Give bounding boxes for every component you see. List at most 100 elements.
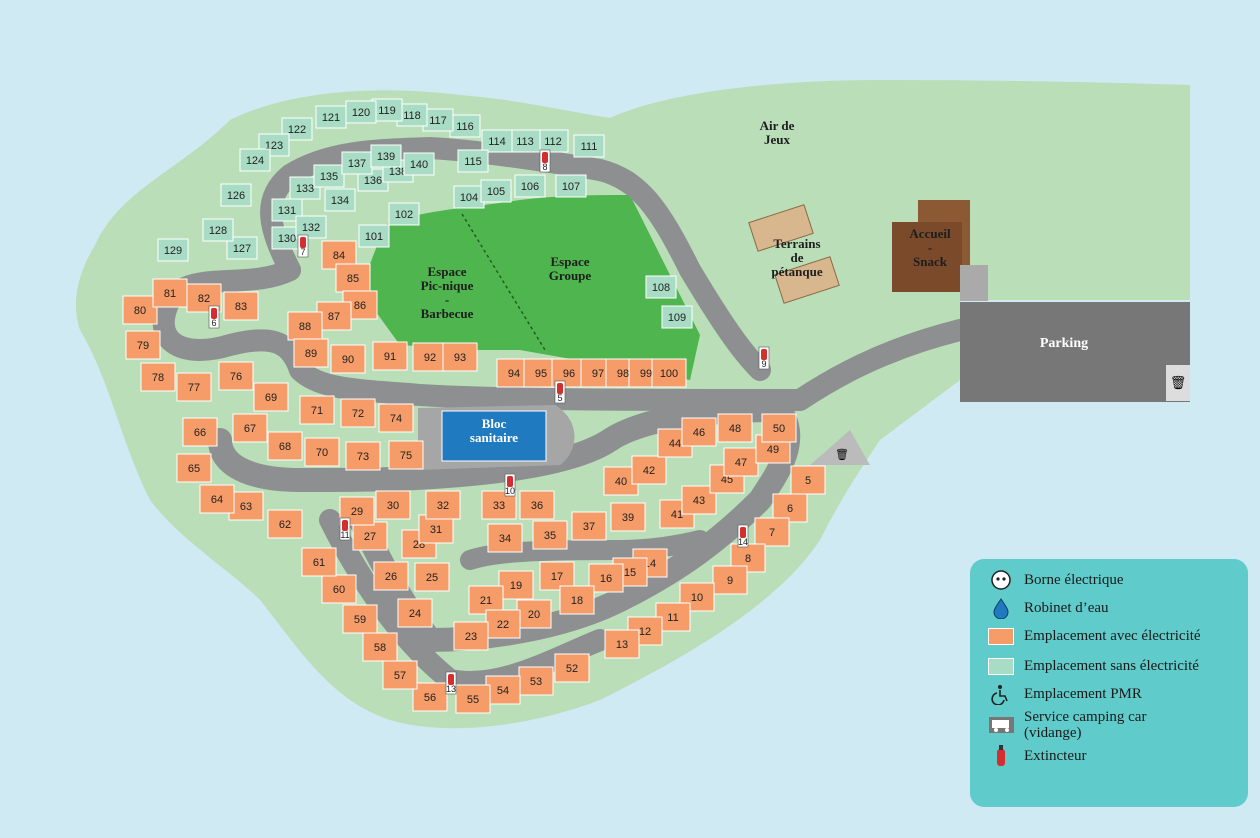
pitch-85[interactable]: 85 xyxy=(335,263,371,293)
pitch-106[interactable]: 106 xyxy=(514,174,546,198)
pitch-131[interactable]: 131 xyxy=(271,198,303,222)
pitch-36[interactable]: 36 xyxy=(519,490,555,520)
pitch-132[interactable]: 132 xyxy=(295,215,327,239)
pitch-53[interactable]: 53 xyxy=(518,666,554,696)
pitch-71[interactable]: 71 xyxy=(299,395,335,425)
pitch-69[interactable]: 69 xyxy=(253,382,289,412)
pitch-114[interactable]: 114 xyxy=(481,129,513,153)
pitch-112[interactable]: 112 xyxy=(537,129,569,153)
pitch-13[interactable]: 13 xyxy=(604,629,640,659)
pitch-128[interactable]: 128 xyxy=(202,218,234,242)
pitch-90[interactable]: 90 xyxy=(330,344,366,374)
pitch-37[interactable]: 37 xyxy=(571,511,607,541)
pitch-75[interactable]: 75 xyxy=(388,440,424,470)
pitch-55[interactable]: 55 xyxy=(455,684,491,714)
pitch-126[interactable]: 126 xyxy=(220,183,252,207)
pitch-134[interactable]: 134 xyxy=(324,188,356,212)
pitch-74[interactable]: 74 xyxy=(378,403,414,433)
pitch-127[interactable]: 127 xyxy=(226,236,258,260)
pitch-113[interactable]: 113 xyxy=(509,129,541,153)
pitch-117[interactable]: 117 xyxy=(422,108,454,132)
pitch-31[interactable]: 31 xyxy=(418,514,454,544)
pitch-56[interactable]: 56 xyxy=(412,682,448,712)
pitch-107[interactable]: 107 xyxy=(555,174,587,198)
pitch-19[interactable]: 19 xyxy=(498,570,534,600)
pitch-26[interactable]: 26 xyxy=(373,561,409,591)
pitch-23[interactable]: 23 xyxy=(453,621,489,651)
pitch-65[interactable]: 65 xyxy=(176,453,212,483)
pitch-35[interactable]: 35 xyxy=(532,520,568,550)
pitch-66[interactable]: 66 xyxy=(182,417,218,447)
pitch-135[interactable]: 135 xyxy=(313,164,345,188)
pitch-105[interactable]: 105 xyxy=(480,179,512,203)
pitch-137[interactable]: 137 xyxy=(341,151,373,175)
pitch-7[interactable]: 7 xyxy=(754,517,790,547)
pitch-130[interactable]: 130 xyxy=(271,226,303,250)
pitch-121[interactable]: 121 xyxy=(315,105,347,129)
pitch-39[interactable]: 39 xyxy=(610,502,646,532)
pitch-61[interactable]: 61 xyxy=(301,547,337,577)
pitch-70[interactable]: 70 xyxy=(304,437,340,467)
pitch-124[interactable]: 124 xyxy=(239,148,271,172)
pitch-119[interactable]: 119 xyxy=(371,98,403,122)
pitch-57[interactable]: 57 xyxy=(382,660,418,690)
pitch-108[interactable]: 108 xyxy=(645,275,677,299)
pitch-115[interactable]: 115 xyxy=(457,149,489,173)
pitch-42[interactable]: 42 xyxy=(631,455,667,485)
pitch-78[interactable]: 78 xyxy=(140,362,176,392)
pitch-20[interactable]: 20 xyxy=(516,599,552,629)
pitch-104[interactable]: 104 xyxy=(453,185,485,209)
pitch-60[interactable]: 60 xyxy=(321,574,357,604)
pitch-83[interactable]: 83 xyxy=(223,291,259,321)
pitch-32[interactable]: 32 xyxy=(425,490,461,520)
pitch-6[interactable]: 6 xyxy=(772,493,808,523)
pitch-48[interactable]: 48 xyxy=(717,413,753,443)
pitch-27[interactable]: 27 xyxy=(352,521,388,551)
pitch-77[interactable]: 77 xyxy=(176,372,212,402)
pitch-91[interactable]: 91 xyxy=(372,341,408,371)
pitch-93[interactable]: 93 xyxy=(442,342,478,372)
pitch-140[interactable]: 140 xyxy=(403,152,435,176)
pitch-9[interactable]: 9 xyxy=(712,565,748,595)
pitch-133[interactable]: 133 xyxy=(289,176,321,200)
pitch-79[interactable]: 79 xyxy=(125,330,161,360)
pitch-34[interactable]: 34 xyxy=(487,523,523,553)
pitch-5[interactable]: 5 xyxy=(790,465,826,495)
pitch-68[interactable]: 68 xyxy=(267,431,303,461)
pitch-22[interactable]: 22 xyxy=(485,609,521,639)
pitch-58[interactable]: 58 xyxy=(362,632,398,662)
pitch-54[interactable]: 54 xyxy=(485,675,521,705)
pitch-63[interactable]: 63 xyxy=(228,491,264,521)
pitch-59[interactable]: 59 xyxy=(342,604,378,634)
pitch-30[interactable]: 30 xyxy=(375,490,411,520)
pitch-50[interactable]: 50 xyxy=(761,413,797,443)
pitch-64[interactable]: 64 xyxy=(199,484,235,514)
pitch-129[interactable]: 129 xyxy=(157,238,189,262)
pitch-80[interactable]: 80 xyxy=(122,295,158,325)
pitch-118[interactable]: 118 xyxy=(396,103,428,127)
pitch-111[interactable]: 111 xyxy=(573,134,605,158)
pitch-100[interactable]: 100 xyxy=(651,358,687,388)
pitch-67[interactable]: 67 xyxy=(232,413,268,443)
pitch-72[interactable]: 72 xyxy=(340,398,376,428)
pitch-109[interactable]: 109 xyxy=(661,305,693,329)
pitch-89[interactable]: 89 xyxy=(293,338,329,368)
pitch-73[interactable]: 73 xyxy=(345,441,381,471)
pitch-120[interactable]: 120 xyxy=(345,100,377,124)
pitch-17[interactable]: 17 xyxy=(539,561,575,591)
pitch-52[interactable]: 52 xyxy=(554,653,590,683)
pitch-47[interactable]: 47 xyxy=(723,447,759,477)
pitch-88[interactable]: 88 xyxy=(287,311,323,341)
pitch-16[interactable]: 16 xyxy=(588,563,624,593)
pitch-139[interactable]: 139 xyxy=(370,144,402,168)
pitch-76[interactable]: 76 xyxy=(218,361,254,391)
pitch-87[interactable]: 87 xyxy=(316,301,352,331)
pitch-24[interactable]: 24 xyxy=(397,598,433,628)
pitch-81[interactable]: 81 xyxy=(152,278,188,308)
pitch-18[interactable]: 18 xyxy=(559,585,595,615)
pitch-92[interactable]: 92 xyxy=(412,342,448,372)
pitch-101[interactable]: 101 xyxy=(358,224,390,248)
pitch-116[interactable]: 116 xyxy=(449,114,481,138)
pitch-46[interactable]: 46 xyxy=(681,417,717,447)
pitch-25[interactable]: 25 xyxy=(414,562,450,592)
